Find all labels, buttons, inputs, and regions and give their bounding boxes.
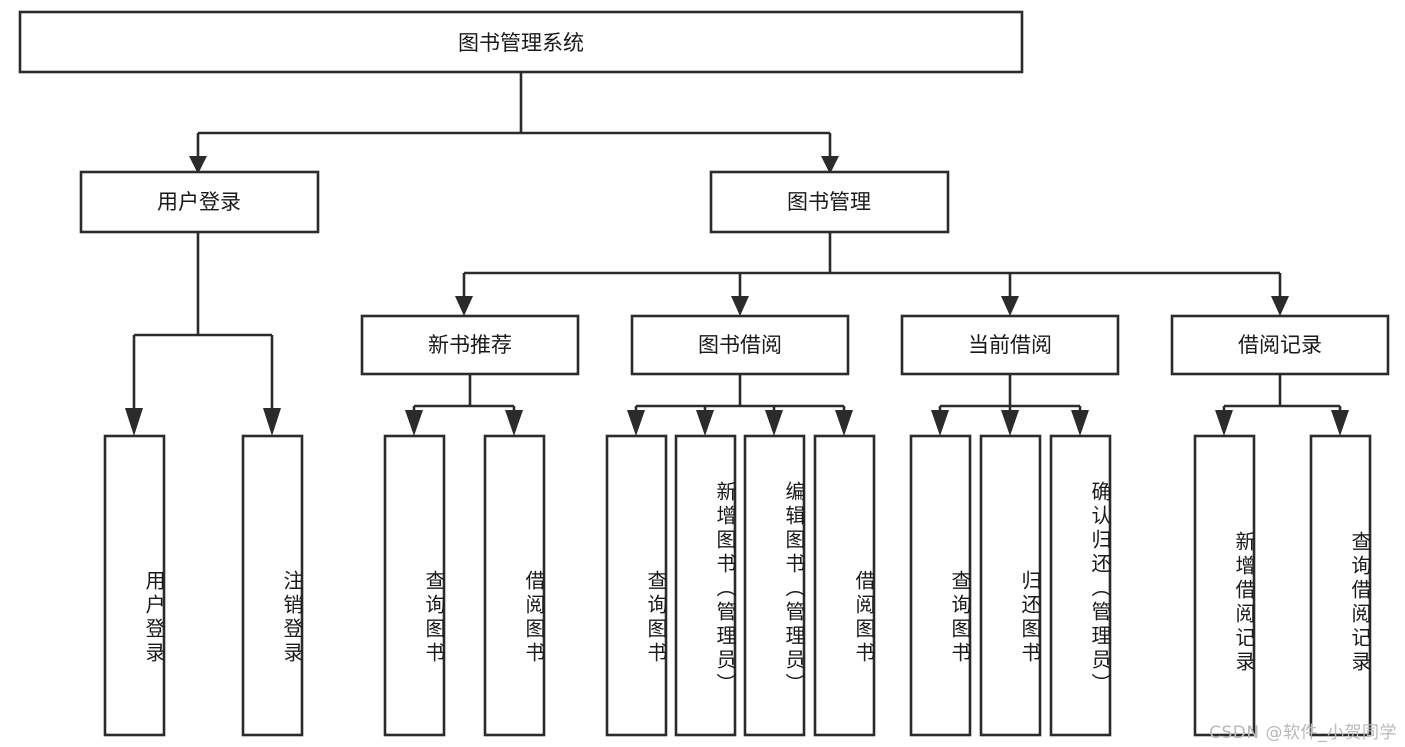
node-leaf-confirm-return-box[interactable]	[1049, 434, 1112, 737]
node-current-borrow[interactable]: 当前借阅	[900, 314, 1120, 376]
node-borrow-record-label: 借阅记录	[1238, 333, 1322, 357]
node-book-borrow[interactable]: 图书借阅	[630, 314, 850, 376]
arrow-head-leaf-user-login	[125, 408, 143, 436]
connector-newbookrec-to-leaves	[405, 374, 523, 436]
node-new-book-rec-box[interactable]	[360, 314, 580, 376]
node-leaf-edit-book-box[interactable]	[743, 434, 806, 737]
arrow-head-leaf-borrow-book-2	[835, 410, 853, 436]
node-leaf-borrow-book-1-box[interactable]	[483, 434, 546, 737]
node-leaf-logout-box[interactable]	[241, 434, 304, 737]
arrow-head-leaf-confirm-return	[1071, 410, 1089, 436]
arrow-head-leaf-borrow-book-1	[505, 410, 523, 436]
node-root[interactable]: 图书管理系统	[18, 10, 1024, 74]
node-root-box[interactable]	[18, 10, 1024, 74]
node-leaf-borrow-book-2-box[interactable]	[813, 434, 876, 737]
node-book-borrow-box[interactable]	[630, 314, 850, 376]
node-leaf-return-book-box[interactable]	[979, 434, 1042, 737]
node-user-login-box[interactable]	[79, 170, 320, 234]
node-book-manage-box[interactable]	[709, 170, 950, 234]
arrow-head-book-borrow	[731, 296, 749, 316]
node-leaf-add-book-box[interactable]	[674, 434, 737, 737]
node-current-borrow-label: 当前借阅	[968, 333, 1052, 357]
connector-bookmanage-to-level3	[455, 232, 1289, 316]
connector-bookborrow-to-leaves	[627, 374, 853, 436]
node-user-login[interactable]: 用户登录	[79, 170, 320, 234]
arrow-head-leaf-edit-book	[765, 410, 783, 436]
arrow-head-leaf-query-record	[1331, 410, 1349, 436]
arrow-head-leaf-return-book	[1001, 410, 1019, 436]
node-root-label: 图书管理系统	[458, 31, 584, 55]
node-new-book-rec-label: 新书推荐	[428, 333, 512, 357]
arrow-head-leaf-query-book-3	[931, 410, 949, 436]
arrow-head-leaf-query-book-2	[627, 410, 645, 436]
connector-root-to-level2	[189, 72, 839, 174]
node-leaf-user-login-box[interactable]	[103, 434, 166, 737]
arrow-head-current-borrow	[1001, 296, 1019, 316]
arrow-head-leaf-add-record	[1215, 410, 1233, 436]
node-borrow-record-box[interactable]	[1170, 314, 1390, 376]
node-book-manage[interactable]: 图书管理	[709, 170, 950, 234]
node-leaf-query-record-box[interactable]	[1309, 434, 1372, 737]
arrow-head-user-login	[189, 156, 207, 174]
arrow-head-leaf-query-book-1	[405, 410, 423, 436]
connector-borrowrecord-to-leaves	[1215, 374, 1349, 436]
arrow-head-leaf-add-book	[696, 410, 714, 436]
node-current-borrow-box[interactable]	[900, 314, 1120, 376]
node-user-login-label: 用户登录	[157, 190, 241, 214]
arrow-head-new-book-rec	[455, 296, 473, 316]
node-new-book-rec[interactable]: 新书推荐	[360, 314, 580, 376]
arrow-head-book-manage	[821, 156, 839, 174]
csdn-watermark: CSDN @软件_小贺同学	[1209, 723, 1397, 743]
node-leaf-query-book-3-box[interactable]	[909, 434, 972, 737]
arrow-head-borrow-record	[1271, 296, 1289, 316]
node-leaf-query-book-1-box[interactable]	[383, 434, 446, 737]
node-leaf-add-record-box[interactable]	[1193, 434, 1256, 737]
node-borrow-record[interactable]: 借阅记录	[1170, 314, 1390, 376]
connector-currentborrow-to-leaves	[931, 374, 1089, 436]
node-book-manage-label: 图书管理	[787, 190, 871, 214]
node-book-borrow-label: 图书借阅	[698, 333, 782, 357]
node-leaf-query-book-2-box[interactable]	[605, 434, 668, 737]
connector-userlogin-to-leaves	[125, 232, 281, 436]
arrow-head-leaf-logout	[263, 408, 281, 436]
